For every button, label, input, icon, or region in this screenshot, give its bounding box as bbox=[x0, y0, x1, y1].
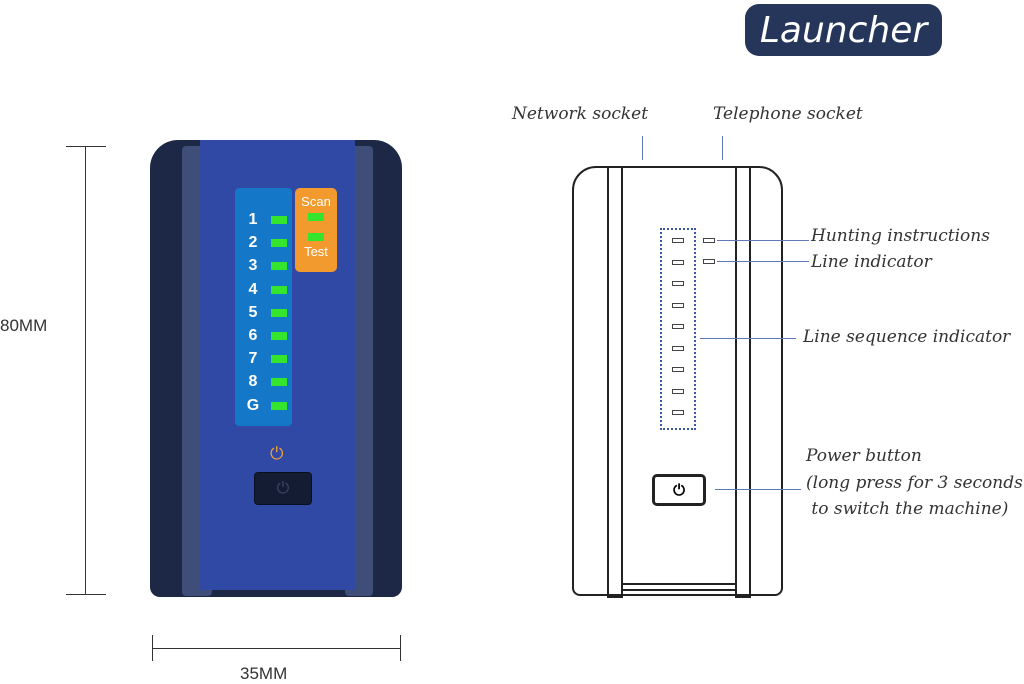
telephone-socket-label: Telephone socket bbox=[713, 104, 863, 124]
hunting-label: Hunting instructions bbox=[811, 226, 990, 246]
channel-label: 2 bbox=[248, 234, 258, 252]
power-label-2: (long press for 3 seconds bbox=[806, 473, 1023, 493]
dimension-cap bbox=[400, 635, 401, 661]
arrow bbox=[717, 261, 809, 262]
sequence-led bbox=[672, 238, 684, 243]
arrow bbox=[717, 240, 809, 241]
arrow bbox=[722, 136, 723, 160]
scan-label: Scan bbox=[301, 194, 331, 209]
channel-label: 8 bbox=[248, 373, 258, 391]
power-button-drawing: ⏻ bbox=[652, 474, 706, 506]
height-label: 80MM bbox=[0, 316, 48, 335]
channel-led bbox=[271, 355, 287, 364]
width-dimension-line bbox=[152, 648, 400, 649]
mode-panel: Scan Test bbox=[295, 188, 337, 272]
line-indicator-label: Line indicator bbox=[811, 252, 932, 272]
channel-label: G bbox=[246, 396, 260, 414]
hunting-led bbox=[703, 238, 715, 243]
outline-strip bbox=[607, 166, 623, 598]
channel-label: 5 bbox=[248, 303, 258, 321]
sequence-led bbox=[672, 324, 684, 329]
channel-label: 3 bbox=[248, 257, 258, 275]
outline-base bbox=[622, 583, 736, 591]
sequence-led bbox=[672, 259, 684, 265]
power-icon: ⏻ bbox=[276, 479, 290, 497]
test-led bbox=[308, 233, 324, 241]
power-icon: ⏻ bbox=[673, 481, 685, 499]
dimension-cap bbox=[66, 146, 106, 147]
arrow bbox=[642, 136, 643, 160]
test-label: Test bbox=[304, 244, 328, 259]
line-sequence-box bbox=[660, 228, 696, 430]
height-dimension-line bbox=[85, 146, 86, 594]
arrow bbox=[700, 338, 796, 339]
sequence-led bbox=[672, 388, 684, 394]
power-icon: ⏻ bbox=[270, 444, 284, 463]
sequence-led bbox=[672, 345, 684, 351]
scan-led bbox=[308, 213, 324, 221]
arrow bbox=[715, 489, 801, 490]
line-sequence-label: Line sequence indicator bbox=[803, 327, 1011, 347]
power-label: Power button bbox=[806, 446, 922, 466]
dimension-cap bbox=[66, 594, 106, 595]
power-button[interactable]: ⏻ bbox=[254, 472, 312, 505]
power-label-3: to switch the machine) bbox=[806, 499, 1009, 519]
channel-led bbox=[271, 262, 287, 271]
channel-label: 1 bbox=[248, 211, 258, 228]
channel-led bbox=[271, 239, 287, 248]
network-socket-label: Network socket bbox=[512, 104, 649, 124]
dimension-cap bbox=[152, 635, 153, 661]
channel-led bbox=[271, 332, 287, 340]
channel-label: 4 bbox=[248, 280, 258, 298]
sequence-led bbox=[672, 281, 684, 286]
outline-strip bbox=[735, 166, 751, 598]
channel-led bbox=[271, 216, 287, 224]
channel-led bbox=[271, 308, 287, 317]
sequence-led bbox=[672, 410, 684, 415]
channel-led bbox=[271, 401, 287, 410]
channel-led bbox=[271, 285, 287, 294]
width-label: 35MM bbox=[240, 664, 288, 683]
sequence-led bbox=[672, 367, 684, 372]
channel-label: 6 bbox=[248, 327, 258, 344]
sequence-led bbox=[672, 302, 684, 308]
channel-label: 7 bbox=[248, 350, 258, 368]
device-outline bbox=[572, 166, 783, 596]
line-led bbox=[703, 259, 715, 264]
title-badge: Launcher bbox=[745, 4, 942, 56]
channel-led bbox=[271, 378, 287, 387]
